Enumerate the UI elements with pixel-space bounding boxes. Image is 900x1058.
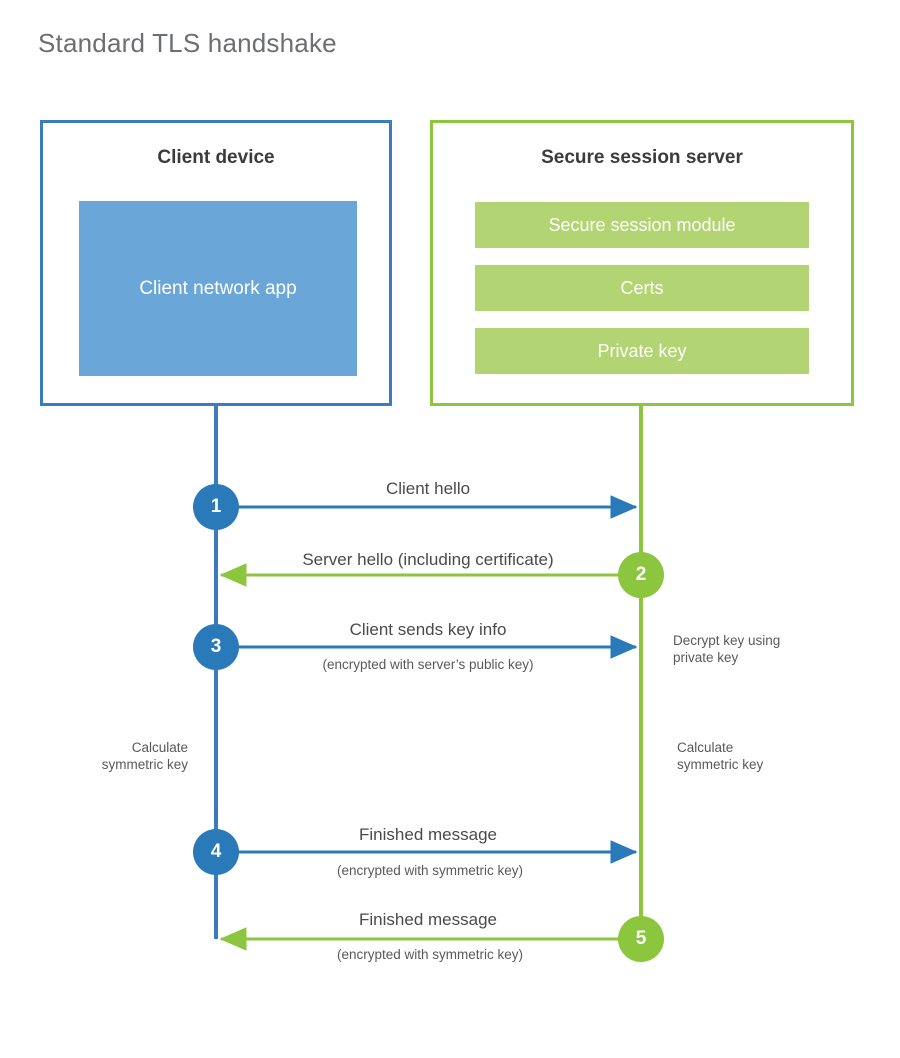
client-device-title: Client device [157, 147, 275, 168]
server-block-private-key: Private key [475, 328, 809, 374]
message-label-2: Server hello (including certificate) [302, 550, 554, 569]
message-sublabel-4: (encrypted with symmetric key) [336, 863, 524, 878]
annotation-decrypt-key: Decrypt key using private key [673, 633, 781, 665]
client-device-box: Client device Client network app [40, 120, 392, 406]
step-circle-4[interactable]: 4 [193, 829, 239, 875]
step-circle-2[interactable]: 2 [618, 552, 664, 598]
message-label-3: Client sends key info [349, 620, 507, 639]
annotation-server-calculate-symmetric-key: Calculate symmetric key [677, 740, 764, 772]
step-circle-5[interactable]: 5 [618, 916, 664, 962]
secure-session-server-box: Secure session server Secure session mod… [430, 120, 854, 406]
secure-session-server-title: Secure session server [541, 147, 743, 168]
page-title: Standard TLS handshake [38, 28, 337, 58]
message-label-4: Finished message [359, 825, 497, 844]
step-circle-1[interactable]: 1 [193, 484, 239, 530]
annotation-client-calculate-symmetric-key: Calculate symmetric key [101, 740, 188, 772]
message-label-5: Finished message [359, 910, 497, 929]
server-block-certs: Certs [475, 265, 809, 311]
step-circle-3[interactable]: 3 [193, 624, 239, 670]
client-network-app-block: Client network app [79, 201, 357, 376]
message-sublabel-3: (encrypted with server’s public key) [322, 657, 534, 672]
message-sublabel-5: (encrypted with symmetric key) [336, 947, 524, 962]
message-label-1: Client hello [385, 479, 471, 498]
server-block-secure-session-module: Secure session module [475, 202, 809, 248]
